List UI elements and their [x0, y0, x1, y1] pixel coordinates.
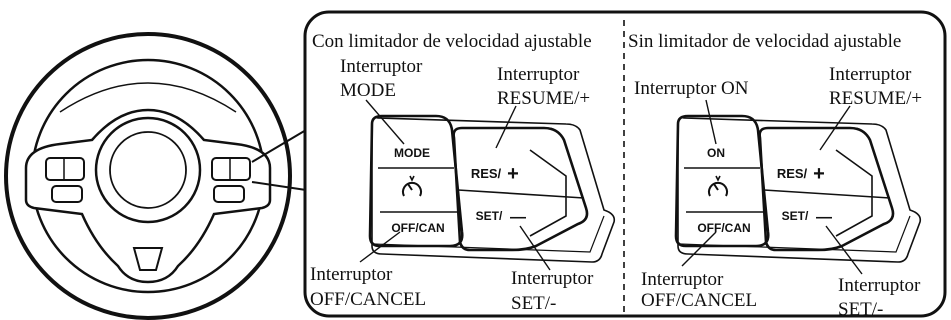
right-rocker-divider — [763, 189, 891, 199]
right-on-button-label: ON — [707, 146, 725, 160]
right-panel-heading: Sin limitador de velocidad ajustable — [628, 31, 901, 52]
left-res-plus-symbol: + — [507, 163, 519, 185]
left-leader-resume — [495, 105, 517, 149]
left-mode-button-label: MODE — [394, 146, 430, 160]
wheel-right-buttons-lower — [213, 185, 245, 203]
right-off-cancel-switch-label-line1: Interruptor — [641, 269, 724, 290]
cruise-gauge-ticks — [715, 175, 721, 182]
right-cruise-control-icon — [708, 175, 728, 197]
set-switch-label-line2: SET/- — [511, 293, 556, 314]
resume-switch-label-line1: Interruptor — [497, 64, 580, 85]
wheel-center-pad-outer — [94, 116, 202, 224]
left-leader-mode — [365, 99, 405, 145]
cruise-gauge-arc — [708, 181, 728, 197]
wheel-left-buttons-lower — [51, 185, 83, 203]
cruise-gauge-needle — [407, 183, 413, 191]
left-leader-off-cancel — [359, 231, 401, 263]
left-rocker — [452, 126, 589, 252]
right-leader-set — [825, 225, 863, 275]
right-main-pad — [674, 114, 770, 248]
wheel-center-pad-inner — [109, 131, 187, 209]
left-panel: Con limitador de velocidad ajustable Int… — [310, 31, 616, 314]
left-leader-set — [519, 225, 551, 271]
callout-leaders — [251, 129, 307, 191]
callout-leader-bottom — [251, 181, 307, 191]
right-off-cancel-switch-label-line2: OFF/CANCEL — [641, 290, 757, 311]
right-set-switch-label-line2: SET/- — [838, 299, 883, 320]
steering-wheel — [4, 32, 292, 320]
right-leader-off-cancel — [681, 231, 717, 267]
wheel-left-buttons — [45, 157, 85, 181]
right-resume-switch-label-line1: Interruptor — [829, 64, 912, 85]
right-rocker-face — [835, 149, 873, 237]
left-rocker-divider — [457, 189, 585, 199]
mode-switch-label-line2: MODE — [340, 80, 396, 101]
resume-switch-label-line2: RESUME/+ — [497, 88, 590, 109]
right-rocker — [758, 126, 895, 252]
left-cruise-control-icon — [402, 175, 422, 197]
right-leader-on — [705, 99, 717, 145]
wheel-lower-spoke-emblem — [132, 247, 164, 271]
right-offcan-button-label: OFF/CAN — [697, 221, 750, 235]
right-set-switch-label-line1: Interruptor — [838, 275, 921, 296]
off-cancel-switch-label-line1: Interruptor — [310, 264, 393, 285]
cruise-gauge-ticks — [409, 175, 415, 182]
callout-box — [303, 10, 947, 318]
left-set-minus-symbol: — — [510, 209, 526, 226]
right-set-minus-symbol: — — [816, 209, 832, 226]
left-switch-cluster — [359, 99, 616, 271]
off-cancel-switch-label-line2: OFF/CANCEL — [310, 289, 426, 310]
right-panel: Sin limitador de velocidad ajustable Int… — [628, 31, 922, 320]
left-rocker-face — [529, 149, 567, 237]
cruise-gauge-arc — [402, 181, 422, 197]
cruise-gauge-needle — [713, 183, 719, 191]
right-set-button-label: SET/ — [782, 209, 809, 223]
wheel-right-buttons — [211, 157, 251, 181]
set-switch-label-line1: Interruptor — [511, 268, 594, 289]
left-main-pad — [368, 114, 464, 248]
callout-leader-top — [251, 129, 307, 163]
left-panel-heading: Con limitador de velocidad ajustable — [312, 31, 592, 52]
left-res-button-label: RES/ — [471, 166, 502, 181]
left-offcan-button-label: OFF/CAN — [391, 221, 444, 235]
wheel-rim-groove — [59, 82, 237, 113]
left-set-button-label: SET/ — [476, 209, 503, 223]
mode-switch-label-line1: Interruptor — [340, 56, 423, 77]
wheel-rim-outer — [4, 32, 292, 320]
right-res-button-label: RES/ — [777, 166, 808, 181]
right-resume-switch-label-line2: RESUME/+ — [829, 88, 922, 109]
right-leader-resume — [819, 105, 851, 151]
right-res-plus-symbol: + — [813, 163, 825, 185]
right-switch-cluster — [674, 99, 922, 275]
on-switch-label: Interruptor ON — [634, 78, 749, 99]
